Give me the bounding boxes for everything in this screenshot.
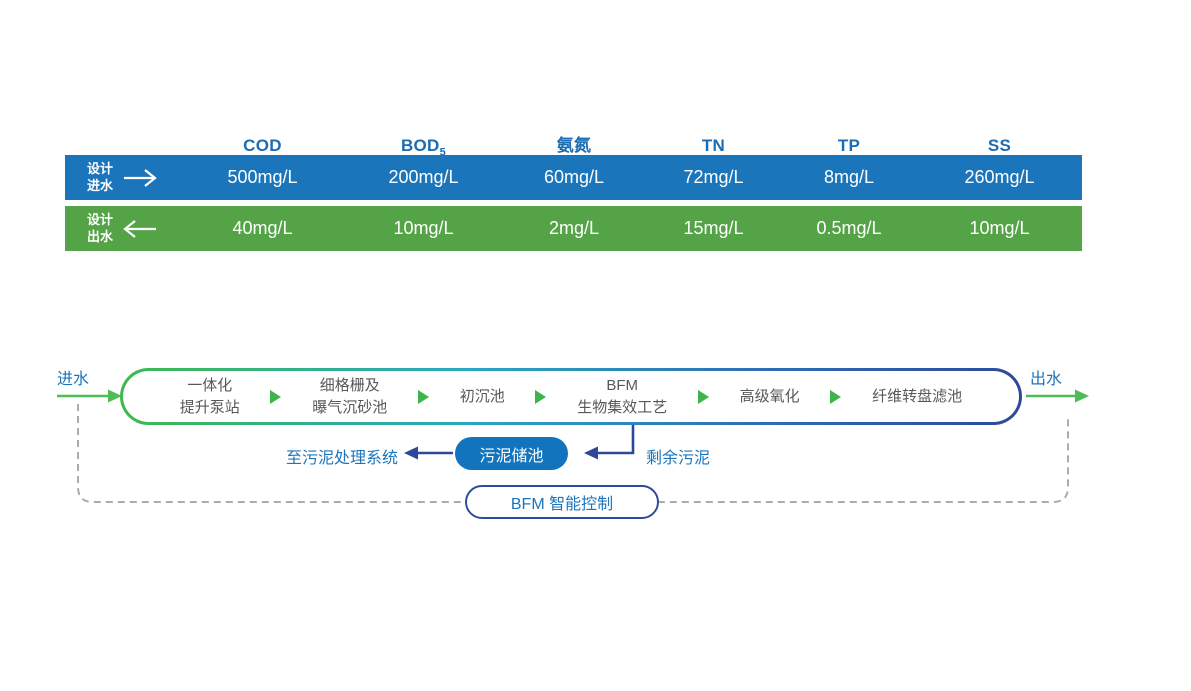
sludge-elbow-arrow (584, 424, 635, 460)
design-influent-row: 设计 进水 500mg/L 200mg/L 60mg/L 72mg/L 8mg/… (65, 155, 1082, 200)
effluent-row-label-text: 设计 出水 (86, 212, 113, 244)
outflow-arrow-icon (1026, 389, 1089, 403)
design-parameters-table: COD BOD5 氨氮 TN TP SS 设计 进水 500mg/L 200mg… (65, 131, 1082, 251)
step-advanced-oxidation: 高级氧化 (739, 387, 800, 405)
step-primary-sedimentation-tank: 初沉池 (459, 387, 505, 405)
column-header-cod: COD (243, 136, 282, 155)
influent-value-bod5: 200mg/L (388, 167, 459, 187)
table-header-row: COD BOD5 氨氮 TN TP SS (65, 131, 1082, 158)
influent-value-tn: 72mg/L (683, 167, 744, 187)
surplus-sludge-label: 剩余污泥 (646, 450, 711, 467)
bfm-smart-control-pill: BFM 智能控制 (465, 485, 659, 519)
flow-arrow-icon (535, 389, 547, 404)
column-header-ss: SS (987, 136, 1012, 155)
column-header-tp: TP (837, 136, 861, 155)
influent-value-cod: 500mg/L (227, 167, 298, 187)
influent-value-tp: 8mg/L (823, 167, 875, 187)
sludge-out-arrow (404, 446, 453, 460)
sludge-storage-pill: 污泥储池 (455, 437, 568, 470)
column-header-nh3n: 氨氮 (556, 136, 592, 155)
right-arrow-icon (124, 168, 157, 187)
column-header-bod5: BOD5 (400, 136, 447, 159)
to-sludge-system-label: 至污泥处理系统 (285, 450, 398, 467)
left-arrow-icon (123, 219, 156, 238)
process-train-steps: 一体化 提升泵站 细格栅及 曝气沉砂池 初沉池 BFM 生物集效工艺 高级氧化 … (123, 371, 1019, 422)
step-fine-screen-grit-tank: 细格栅及 曝气沉砂池 (312, 376, 388, 416)
flow-arrow-icon (270, 389, 282, 404)
influent-row-label-text: 设计 进水 (86, 161, 113, 193)
step-bfm-bio-process: BFM 生物集效工艺 (577, 376, 668, 416)
effluent-row-label: 设计 出水 (65, 206, 180, 251)
design-effluent-row: 设计 出水 40mg/L 10mg/L 2mg/L 15mg/L 0.5mg/L… (65, 206, 1082, 251)
effluent-value-tp: 0.5mg/L (816, 218, 882, 238)
effluent-value-nh3n: 2mg/L (548, 218, 600, 238)
step-lift-pump-station: 一体化 提升泵站 (179, 376, 240, 416)
effluent-value-cod: 40mg/L (232, 218, 293, 238)
process-train-pill: 一体化 提升泵站 细格栅及 曝气沉砂池 初沉池 BFM 生物集效工艺 高级氧化 … (120, 368, 1022, 425)
flow-arrow-icon (697, 389, 709, 404)
effluent-value-ss: 10mg/L (969, 218, 1030, 238)
step-fiber-disc-filter: 纤维转盘滤池 (872, 387, 963, 405)
influent-value-ss: 260mg/L (964, 167, 1035, 187)
influent-value-nh3n: 60mg/L (543, 167, 605, 187)
inflow-arrow-icon (57, 389, 122, 403)
column-header-tn: TN (701, 136, 726, 155)
effluent-value-tn: 15mg/L (683, 218, 744, 238)
influent-row-label: 设计 进水 (65, 155, 180, 200)
flow-arrow-icon (417, 389, 429, 404)
outflow-label: 出水 (1030, 371, 1063, 388)
inflow-label: 进水 (57, 371, 90, 388)
flow-arrow-icon (830, 389, 842, 404)
effluent-value-bod5: 10mg/L (393, 218, 454, 238)
